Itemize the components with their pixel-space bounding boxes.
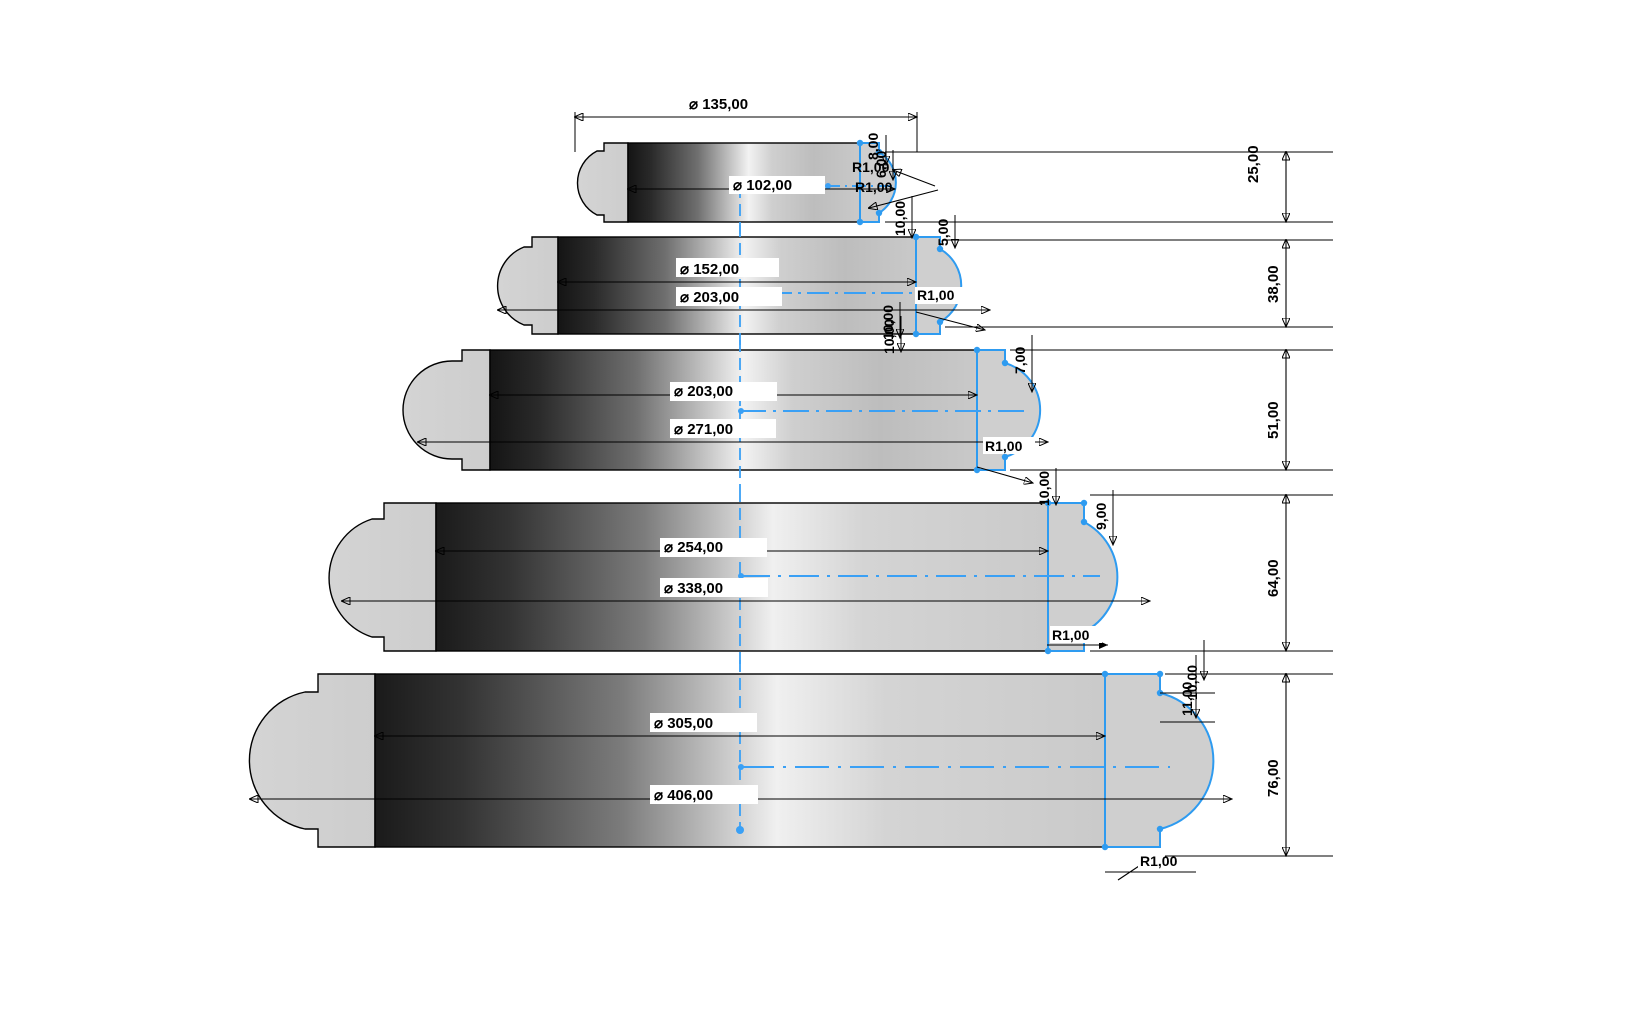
sketch-point: [856, 218, 864, 226]
sketch-point: [936, 245, 944, 253]
dim-label-dia-305: ⌀ 305,00: [654, 715, 713, 732]
dim-label-dia-135: ⌀ 135,00: [689, 96, 748, 113]
dim-label-r1-b: R1,00: [855, 179, 893, 195]
dim-label-38: 38,00: [1265, 265, 1282, 303]
dim-thickness-25: 25,00: [1245, 145, 1286, 222]
dim-label-dia-152: ⌀ 152,00: [680, 261, 739, 278]
thickness-extension-lines: [885, 151, 1333, 857]
dim-dia-338: ⌀ 338,00: [342, 578, 1150, 601]
sketch-point: [825, 183, 831, 189]
sketch-point: [1156, 670, 1164, 678]
dim-label-6: 6,00: [873, 151, 889, 178]
dim-label-5: 5,00: [935, 219, 951, 246]
sketch-point: [738, 408, 744, 414]
sketch-point: [973, 466, 981, 474]
sketch-point: [1101, 670, 1109, 678]
dim-label-51: 51,00: [1265, 401, 1282, 439]
dim-label-8: 8,00: [865, 133, 881, 160]
dim-r1-part1-a: R1,00: [852, 159, 936, 187]
dim-dia-271: ⌀ 271,00: [418, 419, 1048, 442]
sketch-point: [1044, 647, 1052, 655]
sketch-point: [912, 233, 920, 241]
dim-label-25: 25,00: [1245, 145, 1262, 183]
sketch-point: [1044, 499, 1052, 507]
sketch-point: [1101, 843, 1109, 851]
dim-label-dia-203a: ⌀ 203,00: [680, 289, 739, 306]
dim-label-10d: 10,00: [1036, 471, 1052, 506]
sketch-point: [1156, 825, 1164, 833]
dim-thickness-76: 76,00: [1265, 674, 1286, 856]
dim-step-10c: 10,00: [881, 316, 901, 354]
dim-dia-135: ⌀ 135,00: [575, 94, 917, 152]
dim-dia-203a: ⌀ 203,00: [498, 287, 990, 310]
dim-step-8: 8,00: [865, 133, 886, 165]
dim-label-r1-c: R1,00: [917, 287, 955, 303]
dim-label-10c: 10,00: [881, 319, 897, 354]
dim-r1-part3: R1,00: [976, 437, 1035, 483]
dim-label-64: 64,00: [1265, 559, 1282, 597]
sketch-point: [875, 148, 883, 156]
dim-label-r1-e: R1,00: [1052, 627, 1090, 643]
dim-thickness-38: 38,00: [1265, 240, 1286, 327]
dim-thickness-64: 64,00: [1265, 495, 1286, 651]
dim-step-9: 9,00: [1093, 490, 1113, 545]
dim-label-7: 7,00: [1012, 347, 1028, 374]
sketch-point: [856, 139, 864, 147]
dim-label-dia-406: ⌀ 406,00: [654, 787, 713, 804]
part-5-left-flange: [248, 673, 376, 848]
sketch-point: [973, 346, 981, 354]
dim-dia-305: ⌀ 305,00: [375, 713, 1105, 736]
sketch-point: [1080, 518, 1088, 526]
sketch-point: [912, 330, 920, 338]
dim-label-dia-102: ⌀ 102,00: [733, 177, 792, 194]
dim-label-10a: 10,00: [892, 201, 908, 236]
sketch-point: [738, 573, 744, 579]
part-5-group: [248, 660, 1215, 851]
dim-label-r1-a: R1,00: [852, 159, 890, 175]
dim-step-11: 11,00: [1179, 655, 1196, 718]
sketch-point: [1080, 499, 1088, 507]
sketch-point: [875, 209, 883, 217]
part-3-group: [402, 340, 1042, 490]
dim-r1-part2: R1,00: [915, 287, 985, 330]
dim-label-dia-271: ⌀ 271,00: [674, 421, 733, 438]
sketch-point: [936, 318, 944, 326]
dim-label-r1-f: R1,00: [1140, 853, 1178, 869]
dim-label-r1-d: R1,00: [985, 438, 1023, 454]
part-4-left-flange: [328, 502, 437, 652]
dim-label-10b: 10,00: [880, 305, 896, 340]
dim-thickness-51: 51,00: [1265, 350, 1286, 470]
part-4-group: [328, 490, 1119, 670]
sketch-point: [1001, 453, 1009, 461]
part-1-left-flange: [576, 142, 629, 223]
dim-dia-102: ⌀ 102,00: [628, 176, 895, 194]
dim-dia-203b: ⌀ 203,00: [490, 382, 977, 401]
dim-label-11: 11,00: [1179, 682, 1195, 716]
dim-dia-406: ⌀ 406,00: [250, 785, 1232, 804]
dim-r1-part4: R1,00: [1047, 626, 1108, 649]
dim-label-dia-338: ⌀ 338,00: [664, 580, 723, 597]
sketch-point: [736, 826, 744, 834]
dim-label-76: 76,00: [1265, 759, 1282, 797]
dim-step-5: 5,00: [935, 215, 955, 248]
dim-label-9: 9,00: [1093, 503, 1109, 530]
dim-label-dia-254: ⌀ 254,00: [664, 539, 723, 556]
dim-step-7: 7,00: [1012, 335, 1032, 392]
part-5-right-head: [1104, 673, 1215, 848]
part-2-body: [557, 236, 917, 335]
dim-step-10d: 10,00: [1036, 468, 1056, 506]
sketch-point: [738, 764, 744, 770]
dim-dia-254: ⌀ 254,00: [436, 538, 1048, 557]
dim-label-dia-203b: ⌀ 203,00: [674, 383, 733, 400]
dim-dia-152: ⌀ 152,00: [558, 258, 916, 282]
sketch-point: [1001, 359, 1009, 367]
dim-r1-part1-b: R1,00: [855, 179, 939, 208]
dim-step-10a: 10,00: [892, 196, 912, 238]
dim-step-10b: 10,00: [880, 302, 900, 340]
dim-step-6: 6,00: [873, 150, 893, 180]
part-3-body: [489, 349, 978, 471]
